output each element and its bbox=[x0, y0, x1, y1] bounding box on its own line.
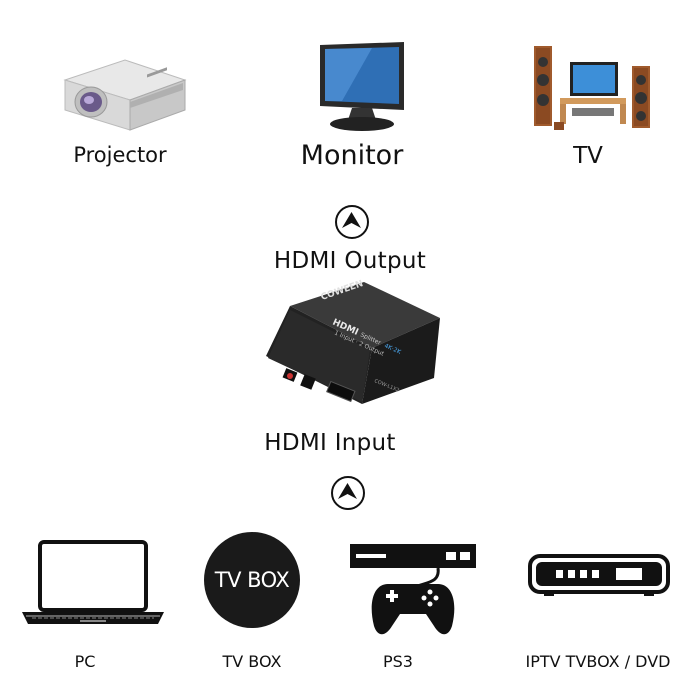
up-arrow-output-icon bbox=[335, 205, 369, 239]
output-label-monitor: Monitor bbox=[300, 140, 404, 171]
hdmi-splitter-device: COWEEN HDMI Splitter 4K·2K 1 Input · 2 O… bbox=[266, 279, 440, 404]
monitor-icon bbox=[320, 42, 404, 131]
input-label-ps3: PS3 bbox=[383, 652, 413, 671]
input-label-iptv-dvd: IPTV TVBOX / DVD bbox=[525, 652, 671, 671]
input-label-tv-box: TV BOX bbox=[222, 652, 282, 671]
tv-home-theater-icon bbox=[534, 46, 650, 130]
laptop-icon bbox=[22, 540, 164, 624]
hdmi-input-label: HDMI Input bbox=[264, 430, 396, 456]
hdmi-output-label: HDMI Output bbox=[273, 248, 427, 274]
tv-box-icon: TV BOX bbox=[204, 532, 300, 628]
output-label-projector: Projector bbox=[73, 143, 167, 167]
iptv-dvd-icon bbox=[528, 554, 670, 596]
up-arrow-input-icon bbox=[331, 476, 365, 510]
ps3-console-icon bbox=[350, 544, 476, 635]
input-label-pc: PC bbox=[74, 652, 96, 671]
projector-icon bbox=[63, 59, 187, 131]
tv-box-icon-text: TV BOX bbox=[214, 568, 290, 592]
output-label-tv: TV bbox=[573, 143, 603, 169]
